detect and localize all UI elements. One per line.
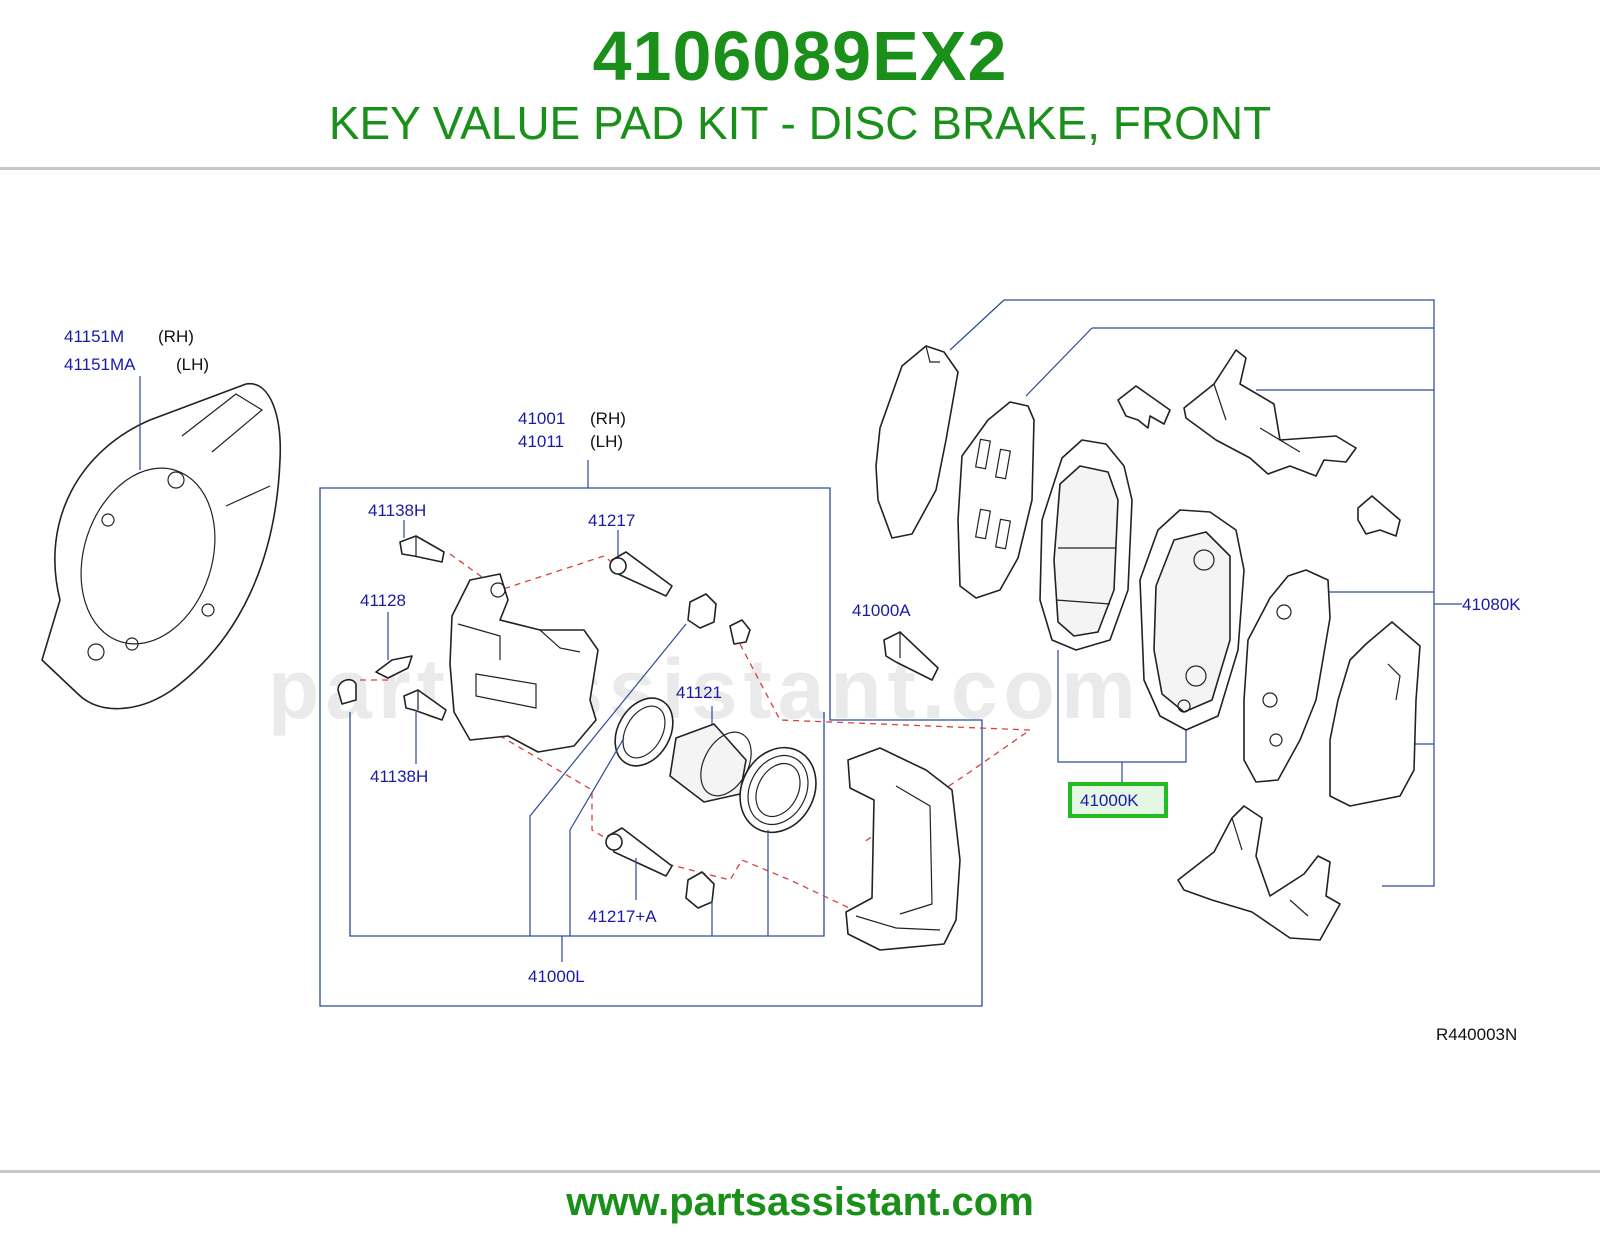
label-shield-lh-side: (LH): [176, 355, 209, 374]
clip-large-top-part: [1183, 349, 1357, 477]
label-shield-lh: 41151MA: [64, 355, 136, 374]
caliper-assembly-box: [319, 460, 983, 1007]
label-caliper-rh-side: (RH): [590, 409, 626, 428]
clip-small-top-part: [1117, 385, 1171, 429]
part-description: KEY VALUE PAD KIT - DISC BRAKE, FRONT: [328, 97, 1272, 149]
shim-kit-leaders: [949, 299, 1462, 887]
site-url: www.partsassistant.com: [566, 1180, 1034, 1224]
label-shield-rh: 41151M: [64, 327, 124, 346]
label-pad-kit: 41000K: [1080, 791, 1139, 810]
label-bolt-bottom: 41138H: [370, 767, 428, 786]
brake-pad-inner-part: [1139, 509, 1245, 731]
brake-pad-outer-part: [1039, 439, 1133, 651]
mount-bolt-part: [883, 631, 939, 681]
dust-boot-part: [739, 746, 817, 834]
label-guide-pin-top: 41217: [588, 511, 635, 530]
header-divider: [0, 167, 1600, 170]
bolt-bottom-part: [403, 689, 447, 721]
diagram-reference-code: R440003N: [1436, 1025, 1517, 1044]
pad-kit-leaders: [1057, 650, 1187, 782]
clip-small-mid-part: [1357, 495, 1401, 537]
seal-kit-box: [349, 712, 825, 962]
inner-shim-part: [957, 401, 1035, 599]
label-seal-kit: 41000L: [528, 967, 585, 986]
label-shim-kit: 41080K: [1462, 595, 1521, 614]
label-caliper-lh: 41011: [518, 432, 564, 451]
label-bolt-top: 41138H: [368, 501, 426, 520]
footer-divider: [0, 1170, 1600, 1173]
label-caliper-lh-side: (LH): [590, 432, 623, 451]
clip-large-bottom-part: [1177, 805, 1341, 941]
bolt-top-part: [399, 535, 445, 563]
caliper-bracket-part: [845, 747, 961, 951]
guide-pin-top-part: [609, 551, 673, 597]
watermark: partsassistant.com: [268, 642, 1142, 736]
rear-shim-1-part: [1243, 569, 1331, 783]
label-bleeder: 41128: [360, 591, 406, 610]
outer-shim-part: [875, 345, 959, 539]
caliper-body-part: [449, 573, 599, 753]
label-guide-pin-bottom: 41217+A: [588, 907, 657, 926]
bushing-bottom-part: [685, 871, 715, 909]
bushing-top-part: [687, 593, 751, 645]
label-piston: 41121: [676, 683, 722, 702]
label-caliper-rh: 41001: [518, 409, 565, 428]
pad-kit-highlight: [1068, 782, 1168, 818]
label-mount-bolt: 41000A: [852, 601, 911, 620]
dust-shield-part: [41, 383, 282, 710]
guide-pin-bottom-part: [605, 827, 673, 877]
label-shield-rh-side: (RH): [158, 327, 194, 346]
bleeder-screw-part: [337, 655, 413, 705]
rear-shim-2-part: [1329, 621, 1421, 807]
piston-seal-part: [614, 697, 674, 767]
part-number-title: 4106089EX2: [592, 17, 1008, 95]
